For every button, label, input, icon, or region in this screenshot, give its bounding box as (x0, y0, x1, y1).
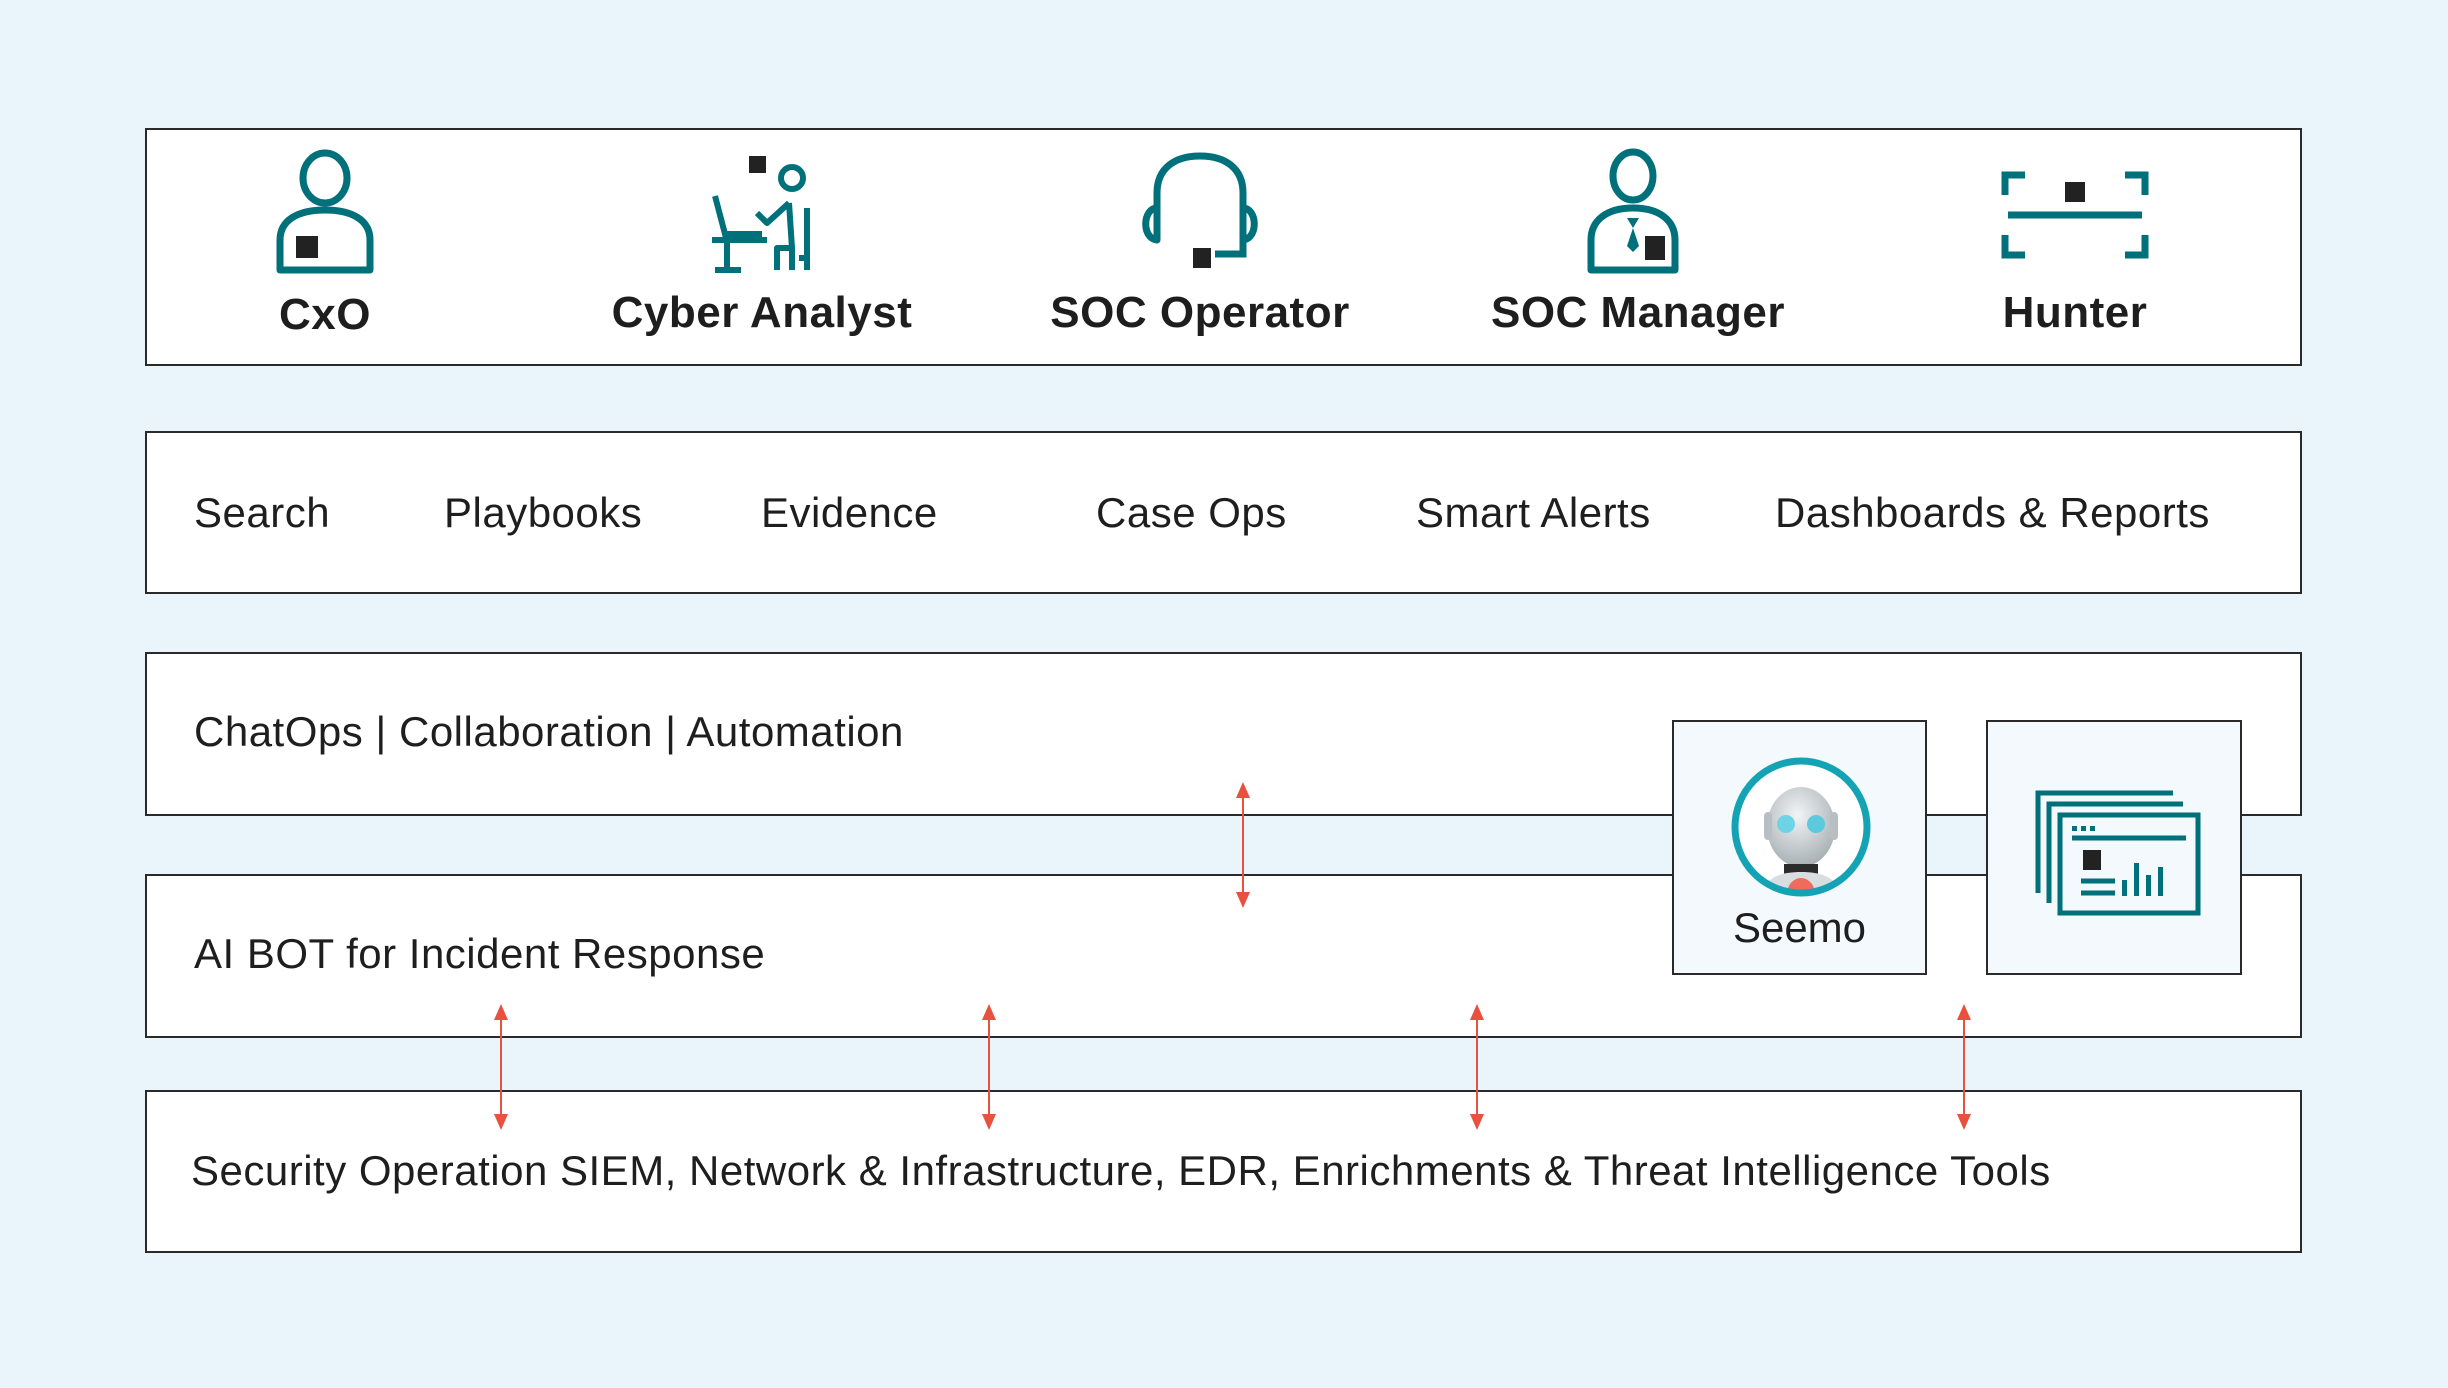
tools-layer: Security Operation SIEM, Network & Infra… (145, 1090, 2302, 1253)
persona-soc-manager[interactable]: SOC Manager (1458, 130, 1818, 364)
persona-label: Hunter (2002, 288, 2148, 337)
feature-case-ops[interactable]: Case Ops (1096, 488, 1287, 536)
feature-evidence[interactable]: Evidence (761, 488, 938, 536)
tools-layer-label: Security Operation SIEM, Network & Infra… (191, 1147, 2051, 1194)
arrow-collaboration-ai-bot (1236, 782, 1250, 908)
feature-smart-alerts[interactable]: Smart Alerts (1416, 488, 1651, 536)
persona-hunter[interactable]: Hunter (1895, 130, 2255, 364)
arrow-ai-bot-tools-1 (494, 1004, 508, 1130)
arrow-ai-bot-tools-2 (982, 1004, 996, 1130)
features-panel: Search Playbooks Evidence Case Ops Smart… (145, 431, 2302, 594)
persona-cxo[interactable]: CxO (145, 130, 505, 364)
seemo-label: Seemo (1732, 904, 1867, 951)
arrow-ai-bot-tools-3 (1470, 1004, 1484, 1130)
seemo-bot-tile[interactable]: Seemo (1672, 720, 1927, 975)
robot-avatar-icon (1731, 757, 1871, 897)
personas-panel: CxO Cyber Analyst SOC Operator S (145, 128, 2302, 366)
persona-label: CxO (279, 290, 371, 339)
scan-frame-icon (2001, 171, 2149, 259)
persona-soc-operator[interactable]: SOC Operator (1020, 130, 1380, 364)
dashboards-tile[interactable] (1986, 720, 2242, 975)
headset-icon (1142, 152, 1258, 268)
persona-label: SOC Operator (1050, 288, 1350, 337)
persona-label: SOC Manager (1490, 288, 1785, 337)
persona-label: Cyber Analyst (611, 288, 913, 337)
person-icon (276, 149, 374, 274)
ai-bot-layer: AI BOT for Incident Response (145, 874, 2302, 1038)
feature-playbooks[interactable]: Playbooks (444, 488, 643, 536)
ai-bot-layer-label: AI BOT for Incident Response (194, 930, 766, 977)
persona-cyber-analyst[interactable]: Cyber Analyst (582, 130, 942, 364)
feature-search[interactable]: Search (194, 488, 331, 536)
dashboard-windows-icon (2035, 790, 2201, 916)
collaboration-layer-label: ChatOps | Collaboration | Automation (194, 708, 904, 755)
arrow-ai-bot-tools-4 (1957, 1004, 1971, 1130)
manager-with-tie-icon (1587, 148, 1679, 274)
collaboration-layer: ChatOps | Collaboration | Automation (145, 652, 2302, 816)
feature-dashboards-reports[interactable]: Dashboards & Reports (1775, 488, 2210, 536)
analyst-at-desk-icon (712, 156, 810, 273)
